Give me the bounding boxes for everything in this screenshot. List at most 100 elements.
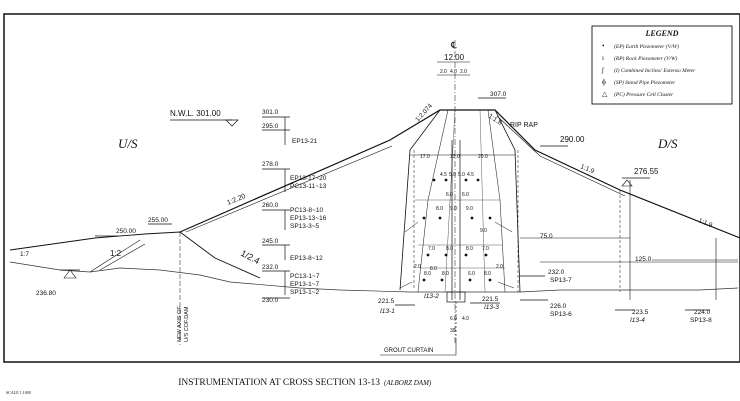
elev-290: 290.00 [560, 135, 585, 144]
inst-sp13-3-5: SP13-3~5 [290, 223, 319, 230]
cofferdam-axis-label-2: U/S COF.DAM [184, 306, 190, 342]
core-dimension: 5.0 [458, 172, 465, 178]
core-dimension: 2.0 [414, 264, 421, 270]
elev-221-5-left: 221.5 [378, 298, 395, 305]
core-dimension: 2.0 [496, 264, 503, 270]
slope-1-7: 1:7 [20, 251, 29, 258]
inst-pc13-1-7: PC13-1~7 [290, 273, 320, 280]
water-level-triangle [225, 119, 239, 127]
crest-dim-lines [437, 61, 470, 76]
crest-sub-2: 4.0 [450, 69, 457, 75]
inclino-i13-3: I13-3 [484, 304, 499, 311]
core-dimension: 8.0 [430, 266, 437, 272]
core-dimension: 17.0 [420, 154, 430, 160]
ds-slope-inner [496, 115, 626, 197]
core-inner-lines [444, 109, 486, 293]
foundation-line [9, 261, 739, 293]
core-dimension: 8.0 [484, 271, 491, 277]
crest-sub-1: 2.0 [440, 69, 447, 75]
crest-sub-3: 2.0 [460, 69, 467, 75]
grout-curtain-leader [380, 340, 457, 356]
water-level-label: N.W.L. 301.00 [170, 109, 221, 118]
elev-224: 224.0 [694, 309, 711, 316]
elev-232-right: 232.0 [548, 269, 565, 276]
slope-1-2: 1:2 [110, 249, 122, 258]
legend-symbol: ∫ [601, 66, 605, 74]
elev-278: 278.0 [262, 161, 279, 168]
core-dimension: 6.0 [450, 316, 457, 322]
core-dimension: 6.0 [446, 192, 453, 198]
cofferdam-outline [9, 231, 261, 279]
elev-301: 301.0 [262, 109, 279, 116]
legend-symbol: ı [602, 54, 604, 62]
core-dimension: 9.0 [480, 228, 487, 234]
elev-245: 245.0 [262, 238, 279, 245]
inclino-i13-4: I13-4 [630, 317, 645, 324]
inst-sp13-6: SP13-6 [550, 311, 572, 318]
core-boundary-right [494, 109, 521, 293]
inst-sp13-7: SP13-7 [550, 277, 572, 284]
inst-pc13-8-10: PC13-8~10 [290, 207, 323, 214]
elev-307: 307.0 [490, 91, 507, 98]
elev-223-5: 223.5 [632, 309, 649, 316]
us-slope-inner [185, 145, 393, 233]
elev-295: 295.0 [262, 123, 279, 130]
core-dimension: 6.0 [462, 192, 469, 198]
elev-260: 260.0 [262, 202, 279, 209]
shell-inclino-lines [629, 180, 717, 300]
cofferdam-inner [89, 239, 141, 273]
elevation-markers-other [60, 97, 710, 311]
elevation-markers-left [262, 116, 290, 299]
core-boundary-left [399, 109, 441, 291]
legend-item-label: (SP) Stand Pipe Piezometer [614, 79, 676, 86]
elev-255: 255.00 [148, 217, 168, 224]
slope-1-2-074: 1:2.074 [414, 102, 434, 123]
legend-symbol: • [602, 42, 605, 50]
inclino-i13-2: I13-2 [424, 293, 439, 300]
core-dimension: 9.0 [466, 206, 473, 212]
core-dimension: 8.0 [436, 206, 443, 212]
inst-ep13-21: EP13-21 [292, 138, 318, 145]
legend-symbol: ɸ [602, 78, 606, 86]
core-dimension: 8.0 [446, 246, 453, 252]
grout-curtain-label: GROUT CURTAIN [384, 348, 433, 354]
core-dimension: 4.5 [467, 172, 474, 178]
pressure-cell-symbols [63, 179, 633, 279]
inst-ep13-1-7: EP13-1~7 [290, 281, 319, 288]
elev-236-80: 236.80 [36, 290, 56, 297]
inst-sp13-8: SP13-8 [690, 317, 712, 324]
inclino-column [451, 140, 461, 300]
upstream-label: U/S [118, 136, 138, 151]
inst-ep13-17-20: EP13-17~20 [290, 175, 327, 182]
instrument-leads [399, 221, 515, 289]
core-dimension: 8.0 [442, 271, 449, 277]
downstream-label: D/S [657, 136, 678, 151]
core-dimension: 30 [450, 328, 456, 334]
rip-rap-label: RIP RAP [510, 122, 538, 129]
elev-250: 250.00 [116, 228, 136, 235]
legend-title: LEGEND [645, 29, 679, 38]
core-dimension: 7.0 [428, 246, 435, 252]
drawing-title: INSTRUMENTATION AT CROSS SECTION 13-13 [178, 378, 380, 388]
legend-symbol: △ [602, 90, 608, 98]
legend-item-label: (I) Combined Inclino/ Extenso Meter [614, 67, 696, 74]
piezometer-dots [422, 178, 492, 282]
core-dimension: 6.0 [468, 271, 475, 277]
core-dimension: 13.0 [450, 154, 460, 160]
scale-note: SCALE 1:1000 [6, 390, 31, 395]
elev-232: 232.0 [262, 264, 279, 271]
slope-1-1-9-a: 1:1.9 [579, 163, 595, 175]
dim-75: 75.0 [540, 233, 553, 240]
elev-276-55: 276.55 [634, 167, 659, 176]
core-dimension: 5.0 [449, 172, 456, 178]
inst-pc13-11-13: PC13-11~13 [290, 183, 327, 190]
core-dimension: 8.0 [466, 246, 473, 252]
drain-lines [520, 237, 738, 263]
core-dimension: 4.0 [462, 316, 469, 322]
core-dimension: 4.5 [440, 172, 447, 178]
drawing-frame [3, 13, 740, 363]
elev-230: 230.0 [262, 297, 279, 304]
